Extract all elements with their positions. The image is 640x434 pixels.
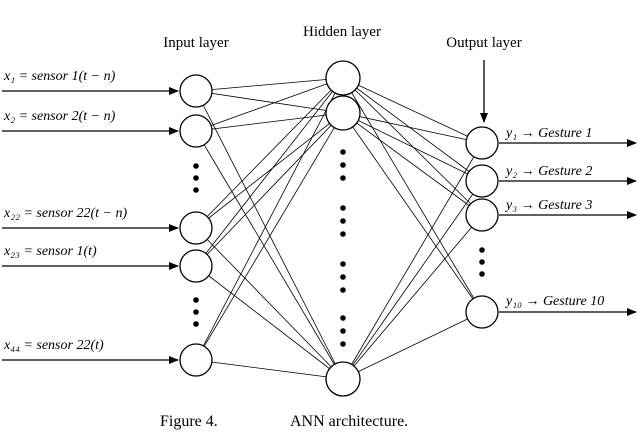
hidden-output-connection	[342, 214, 483, 380]
input-label: x₂ = sensor 2(t − n)	[3, 109, 116, 124]
input-hidden-connection	[195, 77, 344, 267]
hidden-neuron	[325, 95, 361, 131]
input-label: x₂₂ = sensor 22(t − n)	[3, 206, 127, 221]
input-hidden-connection	[195, 77, 344, 361]
hidden-output-connection	[342, 112, 483, 313]
input-ellipsis-dots-lower	[193, 297, 199, 327]
input-hidden-connection	[195, 112, 344, 361]
output-neuron	[465, 126, 499, 160]
output-neuron	[465, 164, 499, 198]
hidden-output-connection	[342, 77, 483, 313]
output-label: y₃ → Gesture 3	[504, 198, 592, 213]
hidden-output-connection	[342, 77, 483, 182]
input-neuron	[179, 211, 213, 245]
input-23: x₂₃ = sensor 1(t)	[2, 244, 179, 270]
neuron-nodes	[179, 60, 499, 397]
output-3: y₃ → Gesture 3	[499, 198, 637, 219]
output-neuron	[465, 198, 499, 232]
output-label: y₂ → Gesture 2	[504, 164, 592, 179]
output-label: y₁ → Gesture 1	[504, 126, 592, 141]
input-neuron	[179, 114, 213, 148]
input-label: x₄₄ = sensor 22(t)	[3, 338, 104, 353]
input-44: x₄₄ = sensor 22(t)	[2, 338, 179, 364]
input-hidden-connection	[195, 112, 344, 229]
figure-caption: ANN architecture.	[290, 413, 408, 430]
hidden-layer-label: Hidden layer	[303, 24, 381, 40]
output-layer-label: Output layer	[446, 35, 521, 51]
figure-number: Figure 4.	[160, 413, 218, 430]
input-neuron	[179, 343, 213, 377]
output-2: y₂ → Gesture 2	[499, 164, 637, 185]
input-hidden-connection	[195, 112, 344, 267]
input-hidden-connection	[195, 265, 344, 380]
hidden-output-connection	[342, 112, 483, 144]
hidden-ellipsis-dots	[340, 149, 346, 347]
output-label: y₁₀ → Gesture 10	[504, 294, 604, 309]
input-neuron	[179, 249, 213, 283]
input-label: x₂₃ = sensor 1(t)	[3, 244, 97, 259]
input-hidden-connection	[195, 90, 344, 380]
input-hidden-connection	[195, 77, 344, 92]
input-hidden-connection	[195, 90, 344, 114]
hidden-output-connection	[342, 311, 483, 380]
input-hidden-connection	[195, 77, 344, 229]
connection-lines	[195, 77, 483, 380]
input-hidden-connection	[195, 227, 344, 380]
hidden-output-connection	[342, 112, 483, 216]
hidden-output-connection	[342, 77, 483, 216]
output-10: y₁₀ → Gesture 10	[499, 294, 637, 316]
hidden-neuron	[325, 361, 361, 397]
hidden-neuron	[325, 60, 361, 96]
output-ellipsis-dots	[479, 247, 485, 277]
hidden-output-connection	[342, 142, 483, 380]
input-layer-label: Input layer	[163, 35, 228, 51]
input-label: x₁ = sensor 1(t − n)	[3, 69, 116, 84]
input-2: x₂ = sensor 2(t − n)	[2, 109, 179, 135]
input-hidden-connection	[195, 77, 344, 132]
output-neuron	[465, 295, 499, 329]
input-neuron	[179, 74, 213, 108]
hidden-output-connection	[342, 180, 483, 380]
hidden-output-connection	[342, 112, 483, 182]
input-22: x₂₂ = sensor 22(t − n)	[2, 206, 179, 232]
input-hidden-connection	[195, 130, 344, 380]
hidden-output-connection	[342, 77, 483, 144]
input-hidden-connection	[195, 359, 344, 380]
input-ellipsis-dots-upper	[193, 163, 199, 193]
input-hidden-connection	[195, 112, 344, 132]
output-1: y₁ → Gesture 1	[499, 126, 637, 147]
input-1: x₁ = sensor 1(t − n)	[2, 69, 179, 95]
